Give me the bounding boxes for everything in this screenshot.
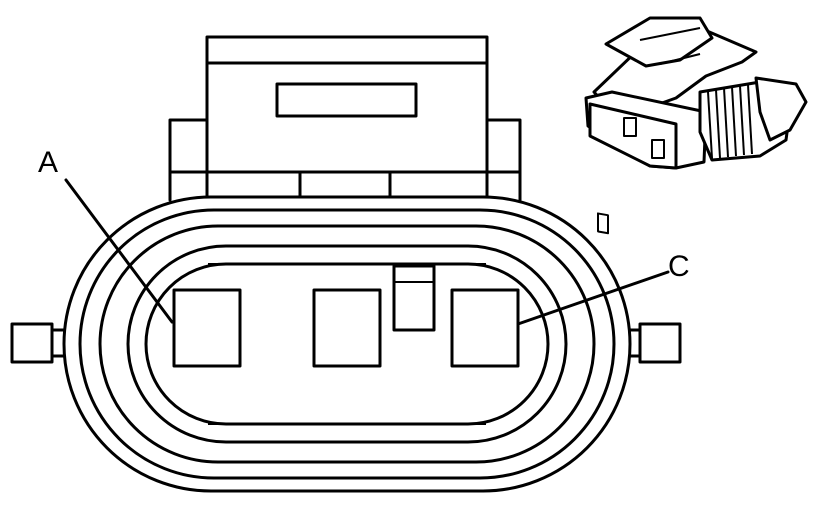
terminal-cavity-a	[172, 288, 242, 368]
connector-latch	[168, 35, 522, 202]
inset-cavity-b	[623, 117, 637, 137]
terminal-cavity-c	[450, 288, 520, 368]
inset-cavity-a	[597, 212, 609, 235]
latch-window	[275, 82, 418, 118]
inset-cavity-c	[651, 139, 665, 159]
terminal-cavity-b	[312, 288, 382, 368]
label-terminal-c: C	[668, 250, 690, 283]
polarization-key	[392, 264, 436, 332]
label-terminal-a: A	[38, 146, 58, 179]
left-mounting-ear	[10, 322, 54, 364]
inset-wire-seal	[698, 76, 808, 162]
connector-isometric-inset	[584, 16, 808, 235]
leader-line-a	[64, 178, 174, 324]
right-mounting-ear	[638, 322, 682, 364]
latch-key	[298, 170, 392, 200]
leader-line-c	[516, 270, 670, 326]
